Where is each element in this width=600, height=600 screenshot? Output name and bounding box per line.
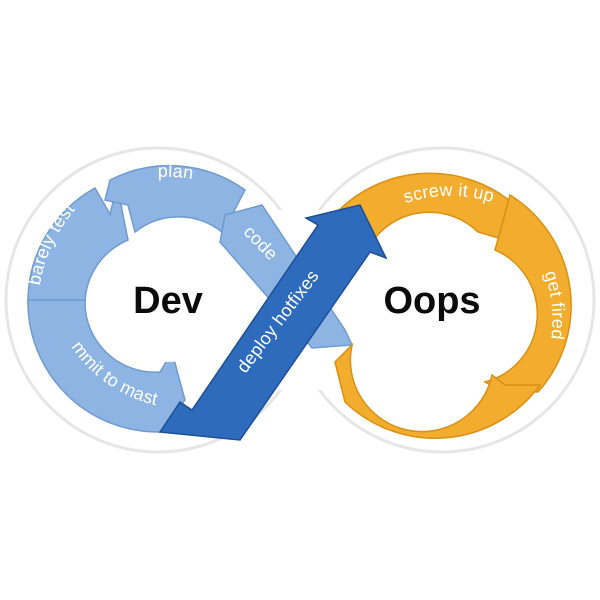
left-loop-center bbox=[106, 238, 230, 362]
right-loop bbox=[328, 172, 572, 439]
segment-barely-test bbox=[27, 181, 129, 306]
center-label-oops: Oops bbox=[383, 280, 480, 322]
right-loop-center bbox=[370, 238, 494, 362]
crossover-deploy-hotfixes bbox=[158, 204, 388, 441]
label-plan: plan bbox=[158, 161, 195, 183]
center-label-dev: Dev bbox=[133, 280, 203, 322]
segment-get-fired bbox=[482, 193, 572, 393]
segment-get-a-new-job bbox=[334, 342, 542, 439]
